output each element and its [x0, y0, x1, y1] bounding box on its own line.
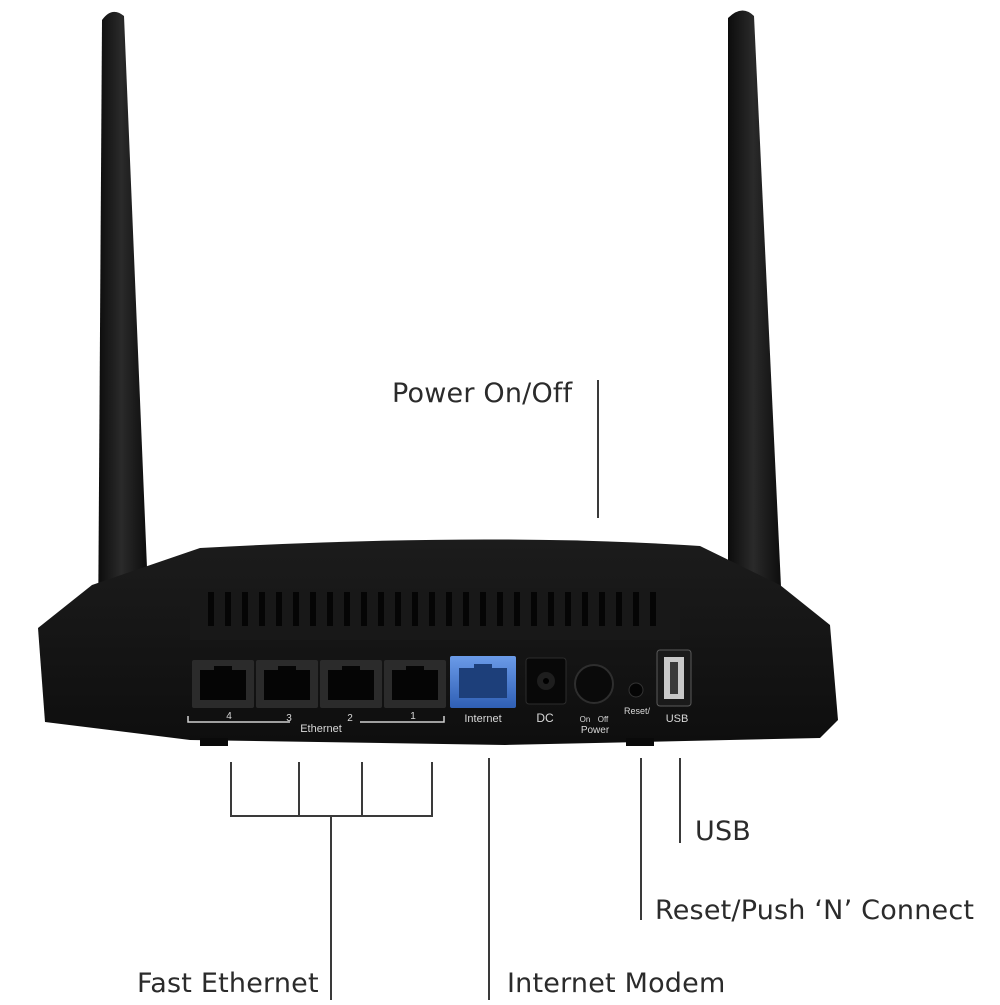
- power-callout: Power On/Off: [392, 378, 573, 409]
- eth1-label: 1: [410, 711, 416, 722]
- usb-port: [656, 649, 692, 707]
- right-antenna: [728, 10, 784, 650]
- callout-lines: [230, 380, 681, 1000]
- fast-ethernet-bracket: [230, 762, 433, 817]
- ethernet-port-3: [256, 660, 318, 708]
- router-body: [38, 539, 838, 746]
- ethernet-port-4: [192, 660, 254, 708]
- usb-label: USB: [666, 713, 689, 725]
- reset-button: [628, 682, 644, 698]
- ethernet-label: Ethernet: [300, 723, 342, 735]
- eth3-label: 3: [286, 713, 292, 724]
- ethernet-port-2: [320, 660, 382, 708]
- ethernet-port-1: [384, 660, 446, 708]
- dc-label: DC: [536, 711, 554, 725]
- off-label: Off: [598, 715, 609, 724]
- reset-label: Reset/: [624, 706, 651, 716]
- power-button: [574, 664, 614, 704]
- ethernet-group-bracket: [187, 716, 445, 723]
- dc-jack: [525, 657, 567, 705]
- internet-port: [450, 656, 516, 708]
- power-label: Power: [581, 725, 610, 736]
- eth4-label: 4: [226, 711, 232, 722]
- usb-callout: USB: [695, 816, 752, 847]
- on-label: On: [580, 715, 591, 724]
- vent-slots: [208, 592, 656, 626]
- internet-modem-callout: Internet Modem: [507, 968, 726, 999]
- fast-ethernet-callout: Fast Ethernet: [137, 968, 319, 999]
- reset-callout: Reset/Push ‘N’ Connect: [655, 895, 975, 926]
- left-antenna: [98, 11, 150, 641]
- eth2-label: 2: [347, 713, 353, 724]
- internet-label: Internet: [464, 713, 501, 725]
